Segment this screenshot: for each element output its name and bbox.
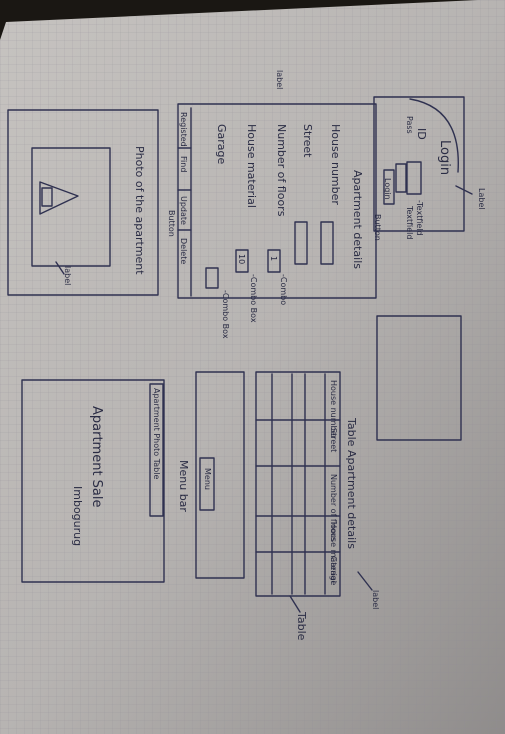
table-title: Table Apartment details xyxy=(345,418,358,549)
menu-button xyxy=(199,457,215,511)
menu-bar xyxy=(195,371,245,579)
table-label-annotation: label xyxy=(371,590,380,610)
house-number-label: House number xyxy=(329,124,342,205)
delete-button[interactable]: Delete xyxy=(179,238,188,265)
apartment-details-panel xyxy=(177,103,377,299)
apartment-sale-panel xyxy=(21,379,165,583)
login-panel xyxy=(373,96,465,232)
col-street: Street xyxy=(329,428,338,453)
photo-panel xyxy=(7,109,159,296)
apartment-table xyxy=(255,371,341,597)
apartment-sale-title: Apartment Sale xyxy=(89,406,104,508)
details-button-annotation: Button xyxy=(167,210,176,237)
textfield-annotation-2: Textfield xyxy=(405,206,414,240)
photo-frame xyxy=(31,147,111,267)
house-number-field xyxy=(320,221,334,265)
details-label-annotation: label xyxy=(275,70,284,90)
material-label: House material xyxy=(245,124,258,208)
floors-combo xyxy=(267,249,281,273)
photo-title: Photo of the apartment xyxy=(133,146,146,275)
pass-field xyxy=(395,163,407,193)
id-label: ID xyxy=(415,128,428,140)
garage-combo xyxy=(205,267,219,289)
floors-annotation: -Combo xyxy=(279,274,288,306)
material-combo xyxy=(235,249,249,273)
pass-label: Pass xyxy=(405,116,414,134)
login-button xyxy=(383,169,395,205)
apartment-sale-subtitle: Imbogurug xyxy=(71,486,84,547)
apartment-photo-table-tab-label[interactable]: Apartment Photo Table xyxy=(152,388,161,480)
login-button-annotation: Button xyxy=(373,214,382,241)
street-label: Street xyxy=(301,124,314,158)
apartment-details-title: Apartment details xyxy=(351,170,364,269)
menu-button-label[interactable]: Menu xyxy=(203,468,212,490)
floors-value[interactable]: 1 xyxy=(269,256,278,262)
photo-label-annotation: label xyxy=(63,266,72,286)
login-label-annotation: Label xyxy=(477,188,486,210)
material-annotation: -Combo Box xyxy=(249,274,258,323)
find-button[interactable]: Find xyxy=(179,156,188,173)
apartment-photo-table-tab xyxy=(149,383,164,517)
material-value[interactable]: 10 xyxy=(237,254,246,265)
empty-box xyxy=(376,315,462,441)
garage-annotation: -Combo Box xyxy=(221,290,230,339)
garage-label: Garage xyxy=(215,124,228,165)
street-field xyxy=(294,221,308,265)
login-button-label[interactable]: Login xyxy=(383,178,392,200)
col-garage: Garage xyxy=(329,556,338,586)
login-title: Login xyxy=(437,140,452,176)
id-field xyxy=(406,161,422,195)
menu-bar-annotation: Menu bar xyxy=(177,460,190,512)
textfield-annotation: -Textfield xyxy=(415,200,424,236)
update-button[interactable]: Update xyxy=(179,196,188,225)
floors-label: Number of floors xyxy=(275,124,288,217)
register-button[interactable]: Registed xyxy=(179,112,188,147)
table-annotation: Table xyxy=(295,612,308,641)
